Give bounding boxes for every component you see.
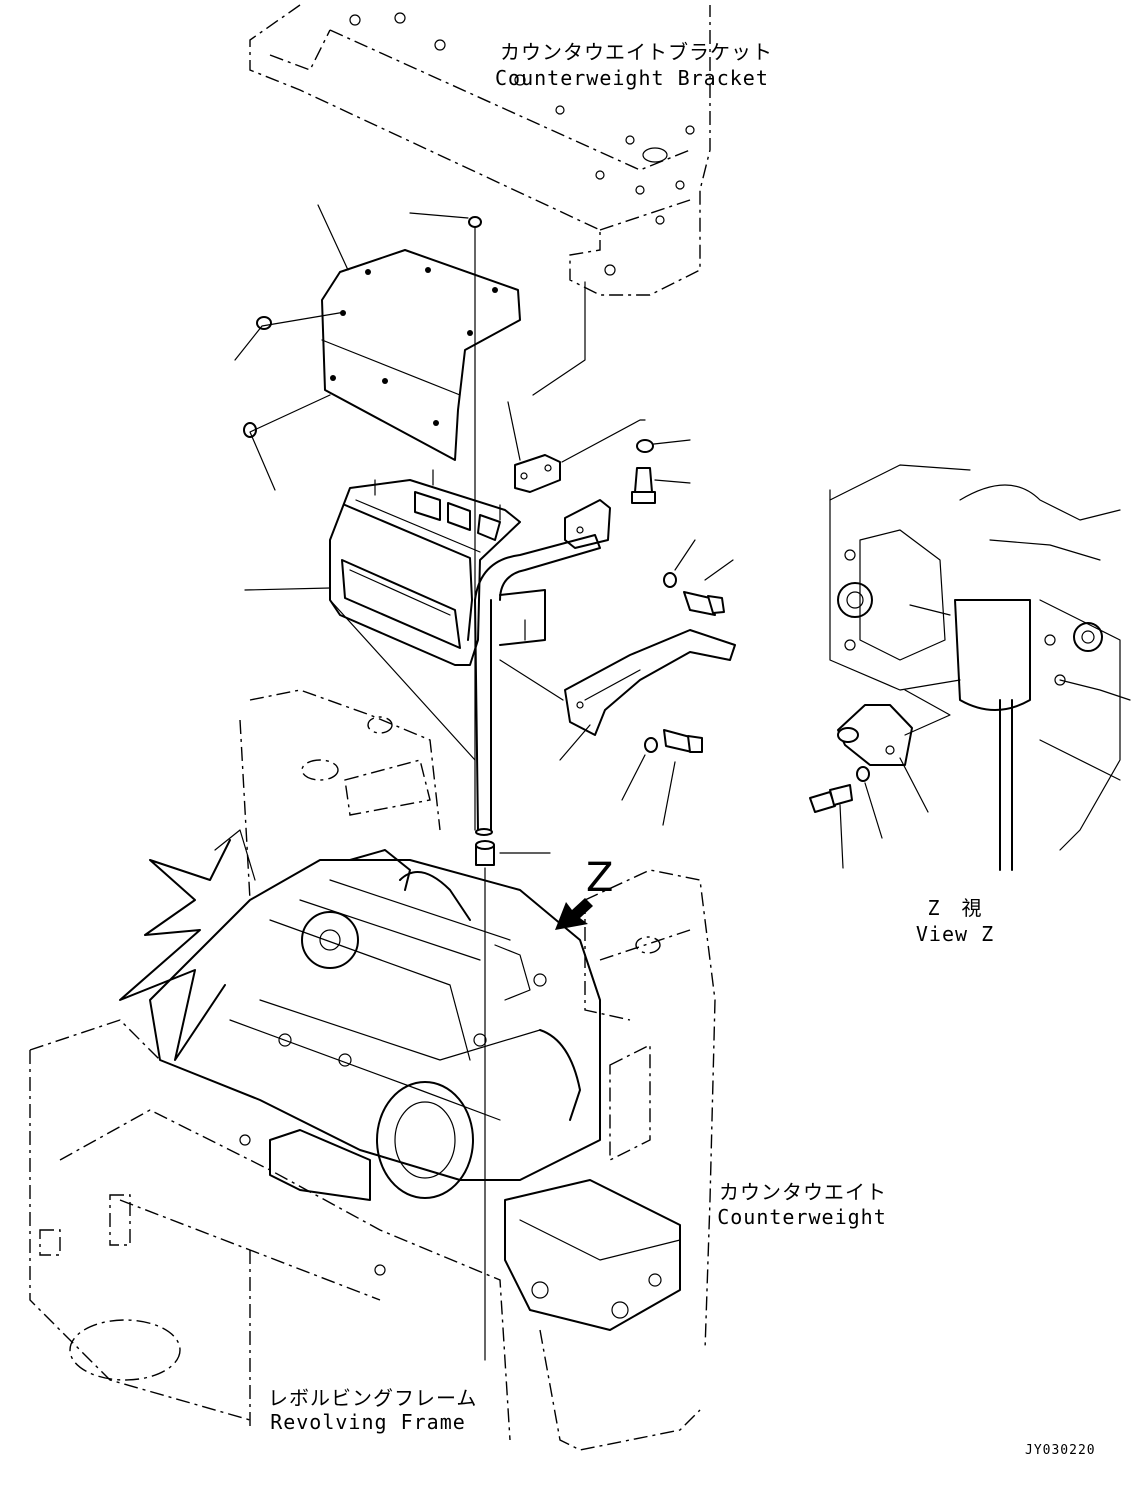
mounting-frame <box>329 534 601 836</box>
counterweight-bracket-label-ja: カウンタウエイトブラケット <box>500 40 773 64</box>
cover-plate <box>321 249 521 461</box>
view-z-label-ja: Z 視 <box>927 896 983 920</box>
counterweight-bracket-label-en: Counterweight Bracket <box>495 66 769 90</box>
drawing-code: JY030220 <box>1025 1443 1096 1458</box>
counterweight-outline <box>584 869 716 1351</box>
upper-bracket <box>514 281 646 549</box>
revolving-frame-outline <box>29 689 701 1451</box>
z-arrow-label: Z <box>586 855 614 901</box>
air-cleaner-box <box>329 469 521 666</box>
washer-set <box>243 216 482 438</box>
counterweight-label-ja: カウンタウエイト <box>719 1180 887 1204</box>
spacer <box>475 840 495 1361</box>
view-z-arrow <box>555 898 593 930</box>
engine-assembly <box>119 829 681 1331</box>
revolving-frame-label-en: Revolving Frame <box>270 1410 466 1434</box>
view-z-label-en: View Z <box>915 922 995 946</box>
view-z-inset <box>809 464 1131 871</box>
revolving-frame-label-ja: レボルビングフレーム <box>268 1386 478 1410</box>
counterweight-label-en: Counterweight <box>717 1205 887 1229</box>
leader-lines <box>234 204 734 854</box>
bolt-washer-set <box>631 439 725 753</box>
counterweight-bracket-outline <box>249 4 711 296</box>
lower-bracket <box>499 629 736 736</box>
